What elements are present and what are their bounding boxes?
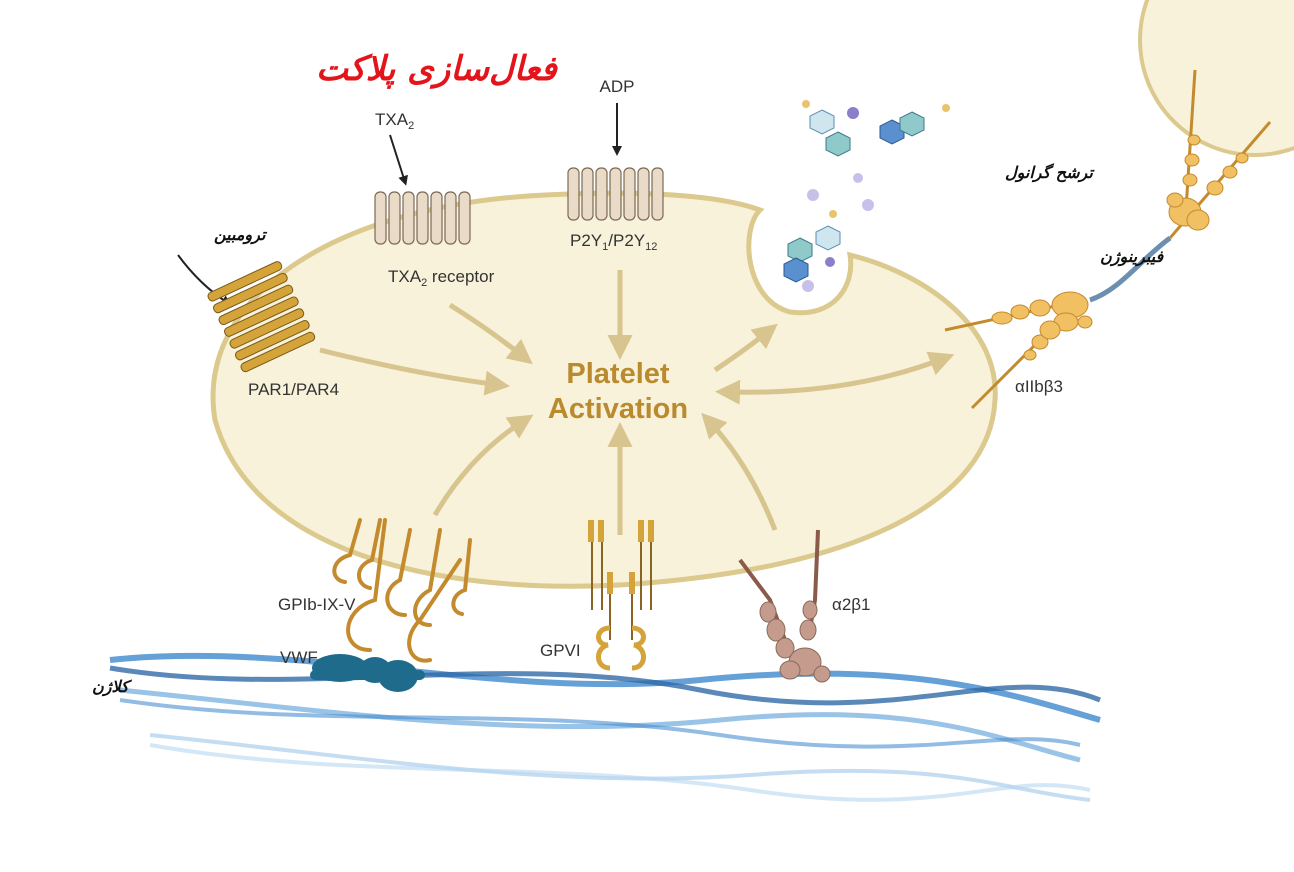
aiib-label: αIIbβ3 <box>1015 377 1063 396</box>
granule-molecules <box>783 100 950 292</box>
gpib-label: GPIb-IX-V <box>278 595 356 614</box>
center-label-line1: Platelet <box>566 358 669 390</box>
vwf-label: VWF <box>280 648 318 667</box>
arrow-txa2 <box>448 302 533 365</box>
a2b1-integrin <box>738 529 831 683</box>
p2y-a: P2Y <box>570 231 602 250</box>
par-label: PAR1/PAR4 <box>248 380 339 399</box>
thrombin-label: ترومبین <box>214 225 268 245</box>
adp-label: ADP <box>600 77 635 96</box>
arrow-a2b1 <box>701 412 778 531</box>
collagen-label: کلاژن <box>92 677 133 697</box>
p2y-a-sub: 1 <box>602 241 608 253</box>
p2y-label: P2Y1/P2Y12 <box>570 231 657 253</box>
platelet-membrane <box>210 190 998 589</box>
arrow-aiib <box>715 351 955 405</box>
arrow-par <box>319 347 510 396</box>
par-receptor <box>207 261 316 373</box>
arrow-gpib <box>432 414 534 517</box>
activation-arrows <box>319 270 955 535</box>
page-title: فعال‌سازی پلاکت <box>316 49 559 89</box>
gpvi-receptor <box>588 520 654 671</box>
gpib-receptor <box>332 518 472 663</box>
neighbor-platelet <box>1138 0 1294 157</box>
p2y-b-sub: 12 <box>645 241 657 253</box>
txa2-receptor-label: TXA2 receptor <box>388 267 495 289</box>
txa2-sub: 2 <box>408 120 414 132</box>
agonist-arrows <box>177 103 622 306</box>
txa2-receptor-main: TXA <box>388 267 422 286</box>
gpvi-label: GPVI <box>540 641 581 660</box>
a2b1-label: α2β1 <box>832 595 871 614</box>
vwf-molecule <box>310 654 425 692</box>
txa2-agonist-label: TXA2 <box>375 110 414 132</box>
txa2-receptor <box>374 191 471 245</box>
collagen-fibrils <box>109 652 1101 802</box>
fibrinogen-label: فیبرینوژن <box>1100 247 1165 267</box>
aiib-integrin <box>944 69 1272 410</box>
txa2-main: TXA <box>375 110 409 129</box>
p2y-sep: /P2Y <box>608 231 645 250</box>
txa2-receptor-rest: receptor <box>427 267 494 286</box>
p2y-receptor <box>567 167 664 221</box>
granule-secretion-label: ترشح گرانول <box>1005 163 1095 183</box>
txa2-receptor-sub: 2 <box>421 277 427 289</box>
center-label-line2: Activation <box>548 393 688 425</box>
